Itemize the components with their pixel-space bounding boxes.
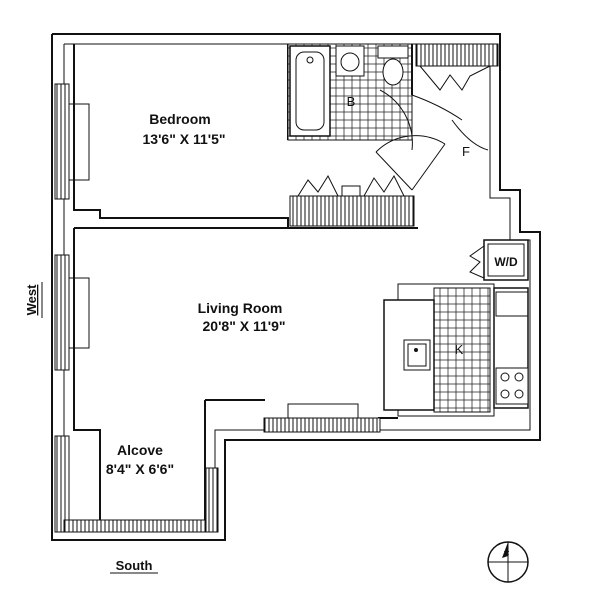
washer-dryer-closet (469, 239, 529, 281)
alcove-south-windows (63, 467, 219, 533)
alcove-name: Alcove (117, 442, 163, 458)
south-label: South (116, 558, 153, 573)
toilet-tank (377, 45, 409, 59)
bedroom-window (54, 83, 70, 200)
north-arrow-letter: N (504, 550, 511, 555)
kitchen-marker: K (455, 342, 464, 357)
living-room-dims: 20'8" X 11'9" (203, 318, 286, 334)
living-window (54, 254, 70, 371)
foyer-marker: F (462, 144, 470, 159)
kitchen-floor (433, 287, 491, 413)
alcove-west-window (54, 435, 70, 533)
toilet-bowl (382, 58, 404, 86)
living-walls (73, 228, 398, 520)
washer-dryer-label: W/D (494, 255, 518, 269)
bedroom-dims: 13'6" X 11'5" (143, 131, 226, 147)
west-label: West (24, 284, 39, 315)
living-south-window (263, 403, 381, 433)
bedroom-window-sill (68, 103, 90, 181)
refrigerator (495, 291, 529, 317)
north-arrow-icon: N (487, 541, 529, 583)
stove (495, 367, 529, 405)
bedroom-closet (289, 174, 415, 227)
foyer-closet (375, 43, 499, 191)
kitchen (383, 283, 529, 417)
bath-marker: B (347, 94, 356, 109)
alcove-dims: 8'4" X 6'6" (106, 461, 174, 477)
living-room-name: Living Room (198, 300, 283, 316)
west-windows (54, 83, 90, 533)
bathtub (289, 45, 331, 137)
living-window-sill (68, 277, 90, 349)
bathroom (287, 43, 413, 141)
bedroom-name: Bedroom (149, 111, 210, 127)
